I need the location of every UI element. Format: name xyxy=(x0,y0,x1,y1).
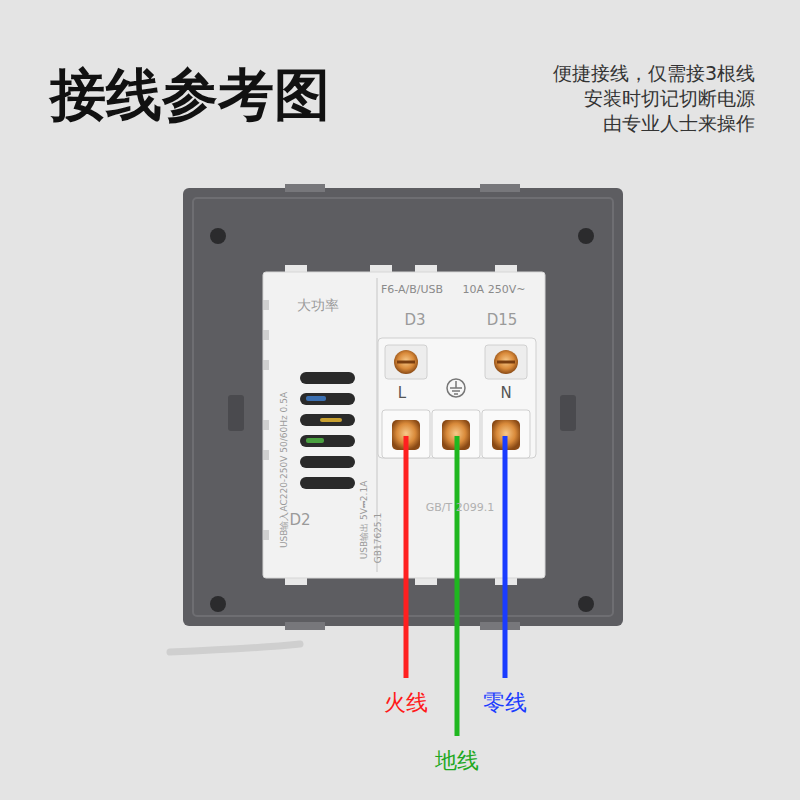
earth-wire xyxy=(455,436,460,736)
rating: 10A 250V~ xyxy=(463,284,526,297)
part-code: D15 xyxy=(487,312,518,329)
note: 便捷接线，仅需接3根线 xyxy=(553,63,755,85)
spec-text: USB输入AC220-250V 50/60Hz 0.5A xyxy=(279,392,289,548)
spec-text: USB输出 5V⎓2.1A xyxy=(359,481,369,560)
terminal-letter: L xyxy=(398,385,406,402)
part-code: D3 xyxy=(404,312,425,329)
note: 安装时切记切断电源 xyxy=(584,88,755,110)
faceplate xyxy=(183,188,623,626)
terminal-letter: N xyxy=(500,385,511,402)
model-number: F6-A/B/USB xyxy=(381,284,443,297)
module-label: 大功率 xyxy=(297,297,339,313)
wire-label: 火线 xyxy=(384,690,428,715)
live-wire xyxy=(404,436,409,678)
standard-code: GB/T 2099.1 xyxy=(426,502,494,515)
wire-label: 地线 xyxy=(435,748,479,773)
title: 接线参考图 xyxy=(50,63,330,127)
part-code: D2 xyxy=(289,512,310,529)
vent-slots xyxy=(300,372,355,489)
note: 由专业人士来操作 xyxy=(603,113,755,135)
neutral-wire xyxy=(503,436,508,678)
wire-label: 零线 xyxy=(483,690,527,715)
standard-code: GB17625.1 xyxy=(373,513,383,563)
cable xyxy=(170,644,300,652)
